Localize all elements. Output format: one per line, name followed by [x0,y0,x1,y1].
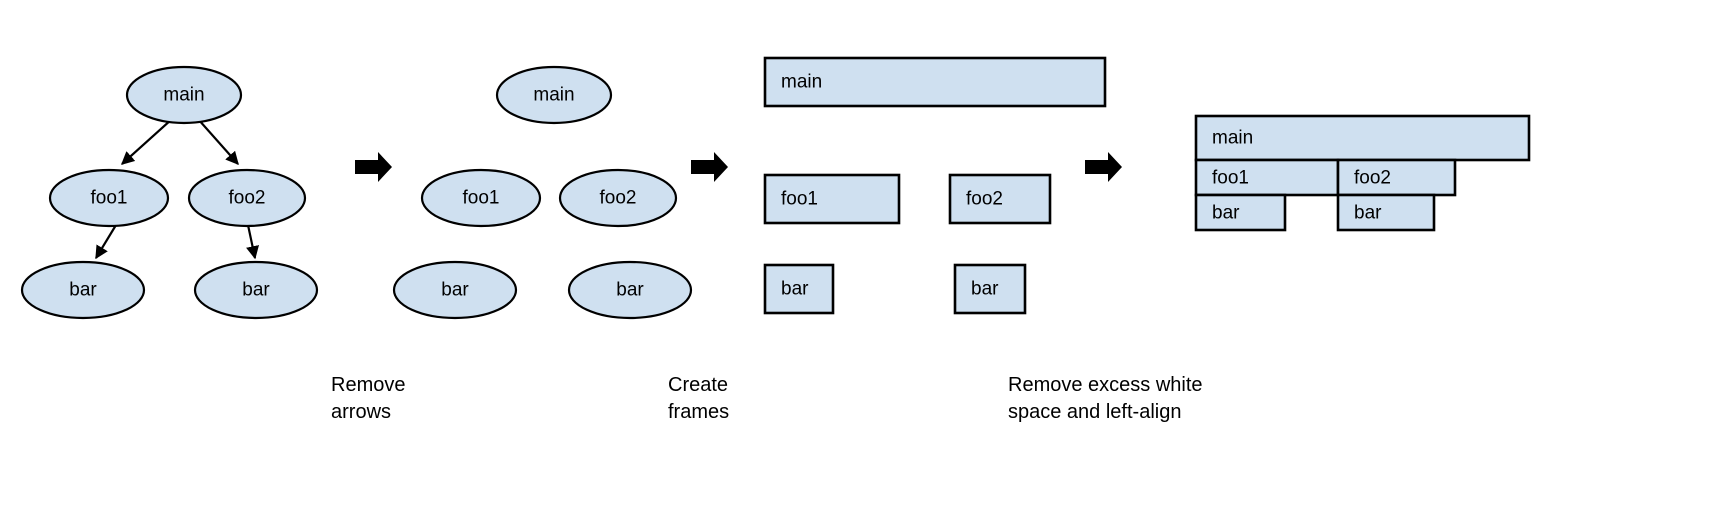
node-label-main: main [781,71,823,93]
caption-remove-white-space: Remove excess white space and left-align [1008,374,1203,423]
node-label-bar-right: bar [616,279,644,301]
node-label-main: main [163,84,205,106]
node-label-bar-left: bar [781,278,809,300]
flame-label-main: main [1212,127,1254,149]
node-label-foo2: foo2 [599,187,637,209]
node-label-foo2: foo2 [966,188,1003,210]
caption-remove-arrows: Remove arrows [331,374,406,423]
flame-label-foo2: foo2 [1354,167,1391,189]
flame-label-bar-left: bar [1212,202,1240,224]
node-label-main: main [533,84,575,106]
node-label-bar-left: bar [441,279,469,301]
node-label-bar-left: bar [69,279,97,301]
node-label-foo1: foo1 [90,187,128,209]
node-label-foo1: foo1 [462,187,500,209]
caption-create-frames: Create frames [668,374,730,423]
flame-label-bar-right: bar [1354,202,1382,224]
flame-label-foo1: foo1 [1212,167,1249,189]
node-label-bar-right: bar [971,278,999,300]
node-label-bar-right: bar [242,279,270,301]
node-label-foo2: foo2 [228,187,266,209]
node-label-foo1: foo1 [781,188,818,210]
